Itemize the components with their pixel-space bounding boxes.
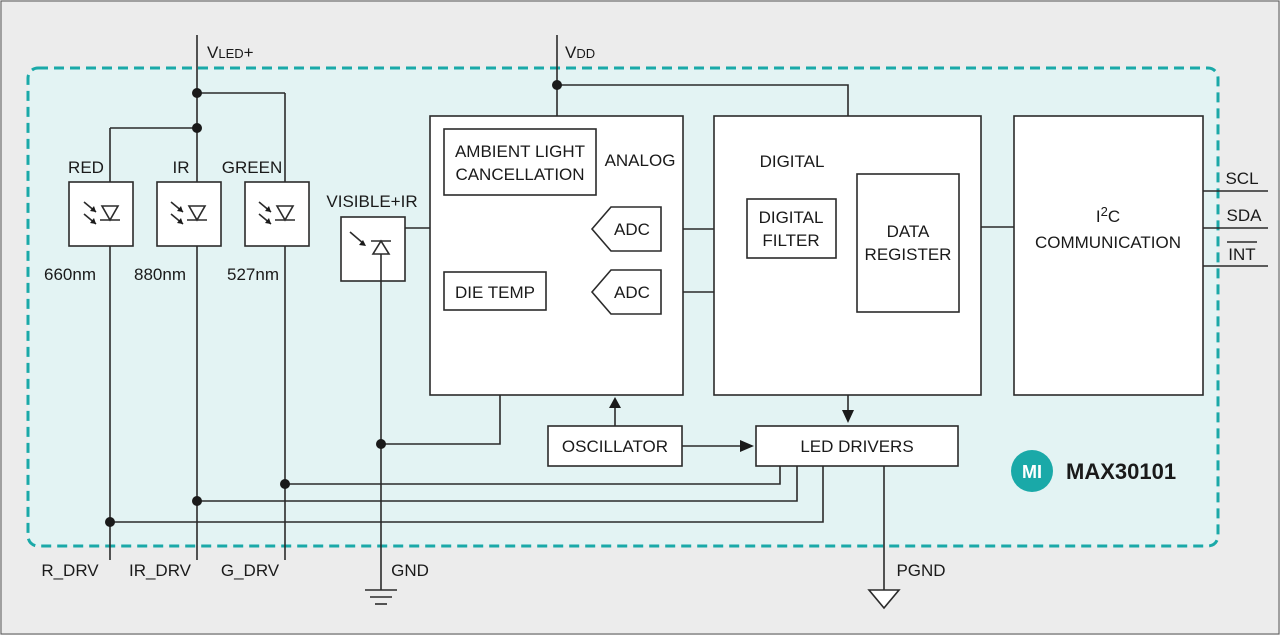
led-ir-label: IR — [173, 158, 190, 177]
int-pin: INT — [1228, 245, 1255, 264]
led-green-label: GREEN — [222, 158, 282, 177]
filter-line2: FILTER — [762, 231, 819, 250]
photodiode-label: VISIBLE+IR — [326, 192, 417, 211]
filter-line1: DIGITAL — [759, 208, 824, 227]
adc-1-label: ADC — [614, 220, 650, 239]
sda-pin: SDA — [1227, 206, 1263, 225]
vdd-label: VDD — [565, 43, 595, 62]
analog-title: ANALOG — [605, 151, 676, 170]
led-red-wavelength: 660nm — [44, 265, 96, 284]
gnd-label: GND — [391, 561, 429, 580]
adc-2-label: ADC — [614, 283, 650, 302]
led-green: GREEN 527nm G_DRV — [221, 158, 310, 580]
oscillator-label: OSCILLATOR — [562, 437, 668, 456]
digital-block: DIGITAL DIGITAL FILTER DATA REGISTER — [713, 115, 982, 396]
led-red: RED 660nm R_DRV — [41, 158, 134, 580]
register-line1: DATA — [887, 222, 930, 241]
adc-2 — [590, 269, 662, 315]
register-line2: REGISTER — [865, 245, 952, 264]
led-red-label: RED — [68, 158, 104, 177]
photodiode: VISIBLE+IR — [326, 192, 418, 282]
r-drv-pin: R_DRV — [41, 561, 99, 580]
ir-drv-pin: IR_DRV — [129, 561, 192, 580]
i2c-block: I2C COMMUNICATION SCL SDA INT — [1013, 115, 1263, 396]
g-drv-pin: G_DRV — [221, 561, 280, 580]
led-drivers-label: LED DRIVERS — [800, 437, 913, 456]
led-drivers-block: LED DRIVERS — [755, 425, 959, 467]
die-temp-box — [443, 271, 547, 311]
pgnd-symbol: PGND — [867, 561, 946, 610]
led-green-wavelength: 527nm — [227, 265, 279, 284]
logo-text: MI — [1022, 462, 1042, 482]
scl-pin: SCL — [1225, 169, 1258, 188]
photodiode-icon — [349, 231, 391, 281]
led-ir: IR 880nm IR_DRV — [129, 158, 222, 580]
pgnd-label: PGND — [896, 561, 945, 580]
ambient-line2: CANCELLATION — [455, 165, 584, 184]
digital-title: DIGITAL — [760, 152, 825, 171]
ambient-line1: AMBIENT LIGHT — [455, 142, 585, 161]
brand: MI MAX30101 — [1011, 450, 1176, 492]
adc-1 — [590, 206, 662, 252]
maxim-logo-icon — [1011, 450, 1053, 492]
oscillator-block: OSCILLATOR — [547, 425, 683, 467]
junctions — [105, 80, 562, 527]
part-number: MAX30101 — [1066, 459, 1176, 484]
data-register-box — [856, 173, 960, 313]
digital-filter-box — [746, 198, 837, 259]
analog-block: ANALOG AMBIENT LIGHT CANCELLATION ADC DI… — [429, 115, 684, 396]
i2c-title: I2C — [1096, 204, 1120, 226]
die-temp-label: DIE TEMP — [455, 283, 535, 302]
gnd-symbol: GND — [365, 561, 429, 605]
led-ir-wavelength: 880nm — [134, 265, 186, 284]
ambient-light-box — [443, 128, 597, 196]
i2c-line2: COMMUNICATION — [1035, 233, 1181, 252]
vled-label: VLED+ — [207, 43, 254, 62]
